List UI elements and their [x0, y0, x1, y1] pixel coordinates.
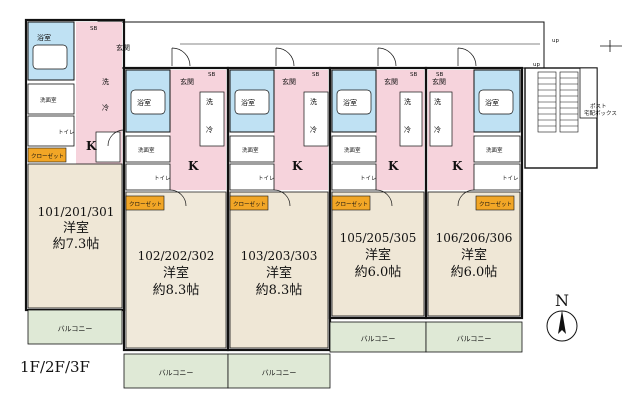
unit-101-label: 101/201/301 洋室 約7.3帖 — [38, 205, 115, 252]
toilet-label-106: トイレ — [502, 176, 519, 182]
mailbox-label: ポスト 宅配ボックス — [584, 103, 617, 117]
closet-label-102: クローゼット — [129, 200, 162, 208]
kitchen-label-103: K — [292, 159, 303, 173]
washroom-label-103: 洗面室 — [242, 146, 259, 154]
washroom-label-105: 洗面室 — [344, 146, 361, 154]
unit-102-balcony — [123, 353, 229, 389]
svg-text:洗: 洗 — [102, 77, 109, 86]
svg-text:ポスト: ポスト — [590, 103, 607, 110]
svg-text:SB: SB — [90, 26, 97, 32]
unit-105-label: 105/205/305 洋室 約6.0帖 — [340, 231, 417, 280]
svg-text:洋室: 洋室 — [63, 220, 89, 236]
arrow-icon — [600, 40, 622, 52]
svg-text:101/201/301: 101/201/301 — [38, 205, 115, 219]
shoebox-labels: SB SB SB SB SB — [90, 26, 443, 78]
appliance-labels: 洗 冷 洗 冷 洗 冷 洗 冷 洗 冷 — [102, 77, 441, 134]
unit-105 — [328, 66, 428, 320]
svg-text:103/203/303: 103/203/303 — [241, 249, 318, 263]
stair-up-label-2: up — [552, 38, 559, 44]
washroom-label-102: 洗面室 — [138, 146, 155, 154]
svg-text:洋室: 洋室 — [266, 265, 292, 281]
kitchen-label-105: K — [388, 159, 399, 173]
unit-101 — [24, 18, 126, 312]
door-swings — [107, 47, 477, 207]
kitchen-label-106: K — [452, 159, 463, 173]
svg-text:冷: 冷 — [102, 103, 109, 112]
svg-text:約6.0帖: 約6.0帖 — [451, 265, 498, 280]
svg-text:洋室: 洋室 — [365, 247, 391, 263]
balcony-label-101: バルコニー — [58, 325, 93, 333]
svg-text:冷: 冷 — [206, 125, 213, 134]
svg-text:洋室: 洋室 — [163, 265, 189, 281]
svg-text:洗: 洗 — [434, 97, 441, 106]
unit-102-label: 102/202/302 洋室 約8.3帖 — [138, 249, 215, 298]
kitchen-label-102: K — [188, 159, 199, 173]
toilet-label-102: トイレ — [154, 176, 171, 182]
unit-101-balcony — [27, 309, 123, 345]
unit-106-balcony — [425, 321, 523, 353]
bath-label-103: 浴室 — [241, 98, 255, 107]
unit-106 — [424, 66, 524, 320]
closet-label-103: クローゼット — [233, 200, 266, 208]
bath-label-106: 浴室 — [485, 98, 499, 107]
compass-north-label: N — [555, 291, 569, 310]
floor-label: 1F/2F/3F — [20, 358, 90, 376]
balcony-label-105: バルコニー — [361, 335, 396, 343]
svg-text:宅配ボックス: 宅配ボックス — [584, 109, 617, 117]
mailbox-area — [579, 67, 598, 119]
svg-text:洗: 洗 — [206, 97, 213, 106]
unit-103 — [226, 66, 332, 352]
svg-text:SB: SB — [410, 72, 417, 78]
staircase — [524, 67, 598, 169]
entrance-label-106: 玄関 — [432, 77, 446, 86]
washroom-label-101: 洗面室 — [40, 96, 57, 104]
svg-text:冷: 冷 — [404, 125, 411, 134]
svg-text:SB: SB — [208, 72, 215, 78]
svg-text:105/205/305: 105/205/305 — [340, 231, 417, 245]
svg-text:洗: 洗 — [310, 97, 317, 106]
toilet-label-103: トイレ — [258, 176, 275, 182]
corridor — [97, 21, 545, 69]
washroom-label-106: 洗面室 — [486, 146, 503, 154]
balcony-label-106: バルコニー — [457, 335, 492, 343]
svg-text:冷: 冷 — [310, 125, 317, 134]
unit-103-balcony — [227, 353, 331, 389]
balcony-label-103: バルコニー — [262, 369, 297, 377]
svg-text:洗: 洗 — [404, 97, 411, 106]
toilet-label-101: トイレ — [58, 130, 75, 136]
closet-label-101: クローゼット — [31, 152, 64, 160]
unit-102 — [122, 66, 230, 352]
unit-105-balcony — [329, 321, 427, 353]
closet-label-105: クローゼット — [335, 200, 368, 208]
entrance-label-105: 玄関 — [384, 77, 398, 86]
svg-text:冷: 冷 — [434, 125, 441, 134]
svg-text:約7.3帖: 約7.3帖 — [53, 237, 100, 252]
svg-text:SB: SB — [312, 72, 319, 78]
entrance-label-101: 玄関 — [116, 43, 130, 52]
unit-106-label: 106/206/306 洋室 約6.0帖 — [436, 231, 513, 280]
kitchen-label-101: K — [86, 139, 97, 153]
entrance-label-102: 玄関 — [180, 77, 194, 86]
toilet-label-105: トイレ — [360, 176, 377, 182]
entrance-label-103: 玄関 — [282, 77, 296, 86]
closet-label-106: クローゼット — [479, 200, 512, 208]
bath-label-105: 浴室 — [343, 98, 357, 107]
svg-text:102/202/302: 102/202/302 — [138, 249, 215, 263]
svg-text:106/206/306: 106/206/306 — [436, 231, 513, 245]
svg-text:洋室: 洋室 — [461, 247, 487, 263]
unit-103-label: 103/203/303 洋室 約8.3帖 — [241, 249, 318, 298]
svg-text:SB: SB — [436, 72, 443, 78]
stair-up-label: up — [533, 62, 540, 68]
bath-label-102: 浴室 — [137, 98, 151, 107]
balcony-label-102: バルコニー — [159, 369, 194, 377]
bath-label-101: 浴室 — [37, 33, 51, 42]
svg-text:約8.3帖: 約8.3帖 — [153, 283, 200, 298]
svg-text:約6.0帖: 約6.0帖 — [355, 265, 402, 280]
svg-text:約8.3帖: 約8.3帖 — [256, 283, 303, 298]
compass-icon — [546, 310, 578, 342]
